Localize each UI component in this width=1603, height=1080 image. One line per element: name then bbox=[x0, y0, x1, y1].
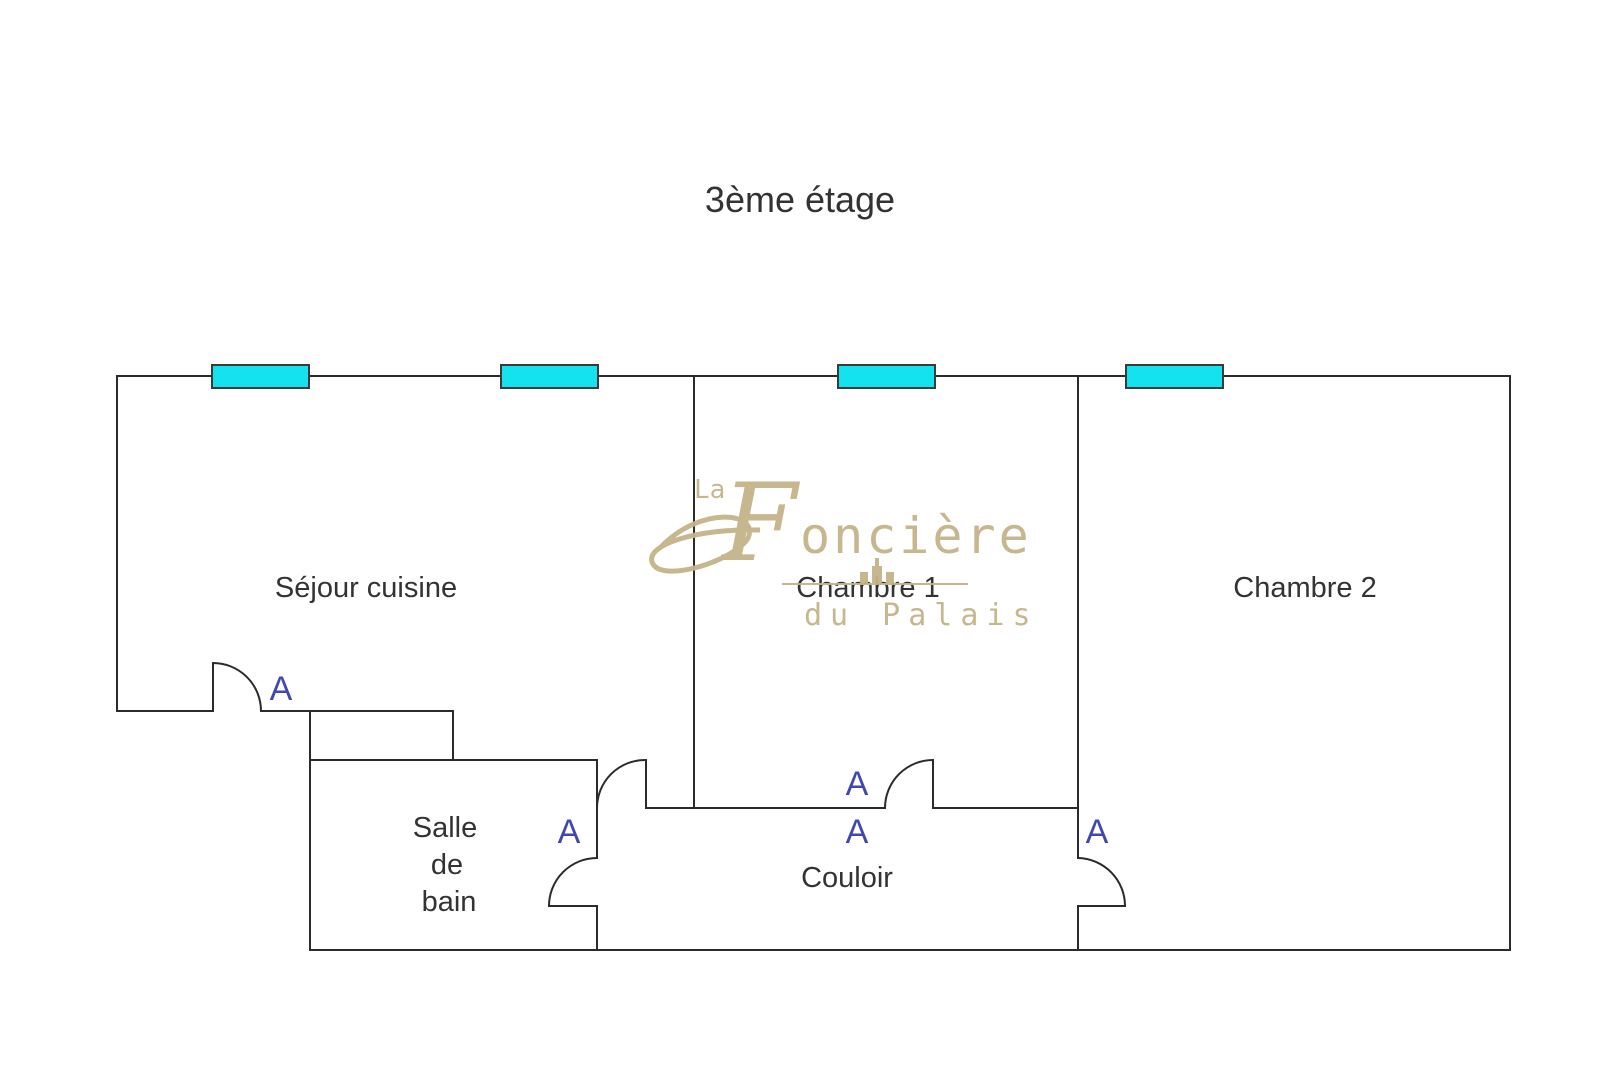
door-tag-chambre1-upper: A bbox=[846, 765, 869, 803]
door-tag-sejour: A bbox=[270, 670, 293, 708]
room-label-couloir: Couloir bbox=[801, 862, 893, 894]
watermark-name: oncière bbox=[800, 507, 1032, 565]
watermark-swash bbox=[649, 514, 761, 574]
room-label-salle-line3: bain bbox=[422, 886, 477, 918]
door-tag-bathroom: A bbox=[558, 813, 581, 851]
window-1 bbox=[211, 364, 310, 389]
watermark-subtitle: du Palais bbox=[804, 598, 1039, 633]
door-tags: A A A A A bbox=[270, 670, 1109, 851]
windows bbox=[211, 364, 1224, 389]
building-icon bbox=[860, 558, 894, 584]
door-chambre2-arc bbox=[1077, 857, 1126, 907]
window-3 bbox=[837, 364, 936, 389]
door-couloir-sejour-arc bbox=[596, 759, 646, 809]
room-label-sejour: Séjour cuisine bbox=[275, 572, 457, 604]
window-2 bbox=[500, 364, 599, 389]
floor-title: 3ème étage bbox=[705, 179, 895, 220]
door-chambre1-arc bbox=[884, 759, 934, 809]
watermark-article: La bbox=[694, 475, 725, 505]
room-labels: Séjour cuisine Chambre 1 Chambre 2 Salle… bbox=[275, 572, 1377, 918]
watermark-initial: F bbox=[720, 461, 801, 586]
walls bbox=[116, 375, 1511, 951]
door-tag-chambre2: A bbox=[1086, 813, 1109, 851]
doors bbox=[212, 661, 1126, 907]
room-label-chambre2: Chambre 2 bbox=[1233, 572, 1376, 604]
door-sejour-arc bbox=[212, 661, 262, 712]
watermark-logo: La F oncière du Palais bbox=[649, 461, 1039, 633]
window-4 bbox=[1125, 364, 1224, 389]
room-label-salle-line2: de bbox=[431, 849, 463, 881]
room-label-salle-line1: Salle bbox=[413, 812, 478, 844]
door-bathroom-arc bbox=[548, 857, 598, 907]
door-tag-chambre1-lower: A bbox=[846, 813, 869, 851]
